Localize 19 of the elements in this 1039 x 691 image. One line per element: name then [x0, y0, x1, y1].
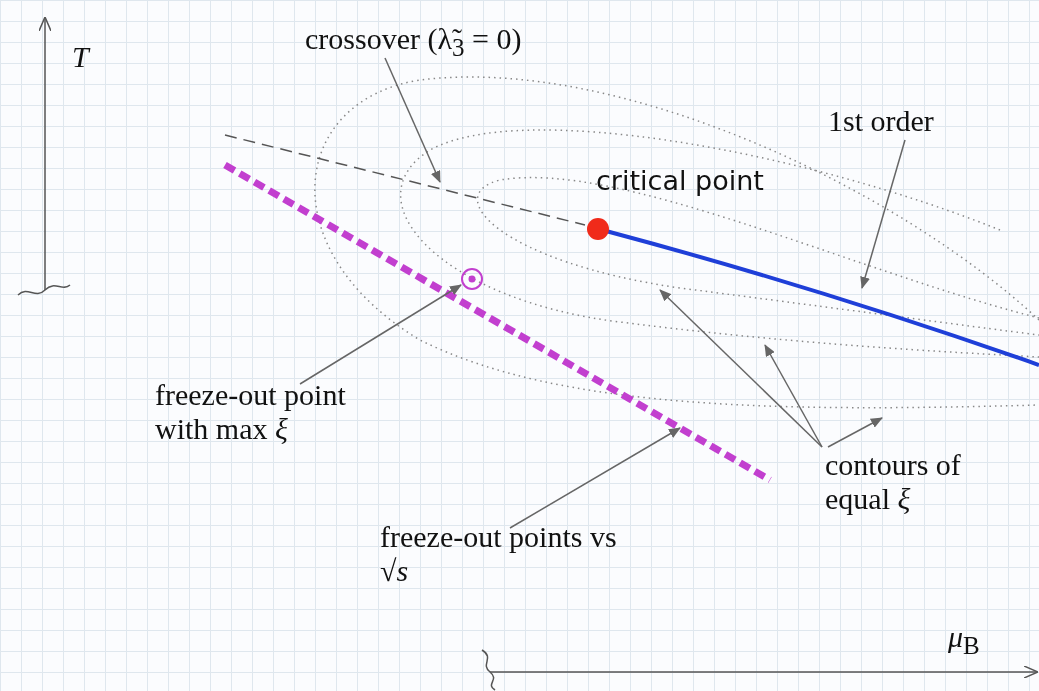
crossover-label: crossover (λ̃$_{3}$ = 0)	[305, 22, 522, 65]
circled-point	[461, 268, 483, 290]
point-caption: critical point	[596, 164, 764, 198]
leader-line	[384, 57, 441, 183]
first-order-line	[605, 229, 1039, 367]
crossover-line	[224, 134, 586, 226]
leader-line	[509, 427, 681, 529]
axis-label: T	[72, 40, 89, 74]
leader-line	[659, 289, 823, 448]
points-label: freeze-out points vs √s	[380, 520, 630, 588]
leader-line	[860, 139, 906, 289]
contours-label: contours of equal ξ	[825, 448, 1005, 516]
leader-line	[764, 344, 823, 448]
point-label: freeze-out point with max ξ	[155, 378, 390, 446]
leader-line	[299, 284, 462, 385]
axis-label: μ$_{B}$	[948, 620, 980, 661]
critical-point-dot	[587, 218, 609, 240]
leader-line	[827, 417, 883, 448]
phase-line-label: 1st order	[828, 104, 934, 138]
